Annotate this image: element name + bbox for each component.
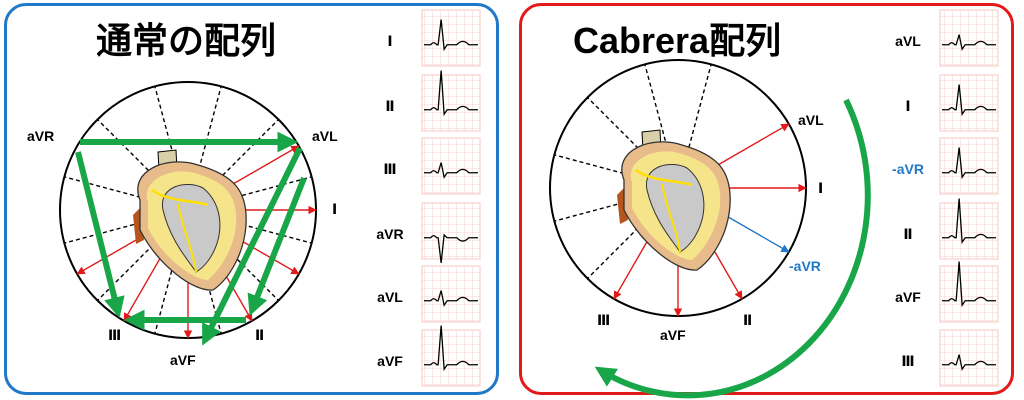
ecg-grid-box bbox=[421, 9, 481, 67]
label-III-left: Ⅲ bbox=[108, 327, 121, 343]
ecg-grid-box bbox=[939, 202, 999, 260]
label-aVF-right: aVF bbox=[660, 327, 686, 343]
ecg-waveform bbox=[424, 162, 478, 179]
ecg-grid-box bbox=[421, 74, 481, 132]
ecg-lead-label: Ⅰ bbox=[387, 33, 392, 49]
label-II-right: Ⅱ bbox=[743, 312, 752, 328]
label-aVF-left: aVF bbox=[170, 352, 196, 368]
ecg-waveform bbox=[942, 261, 996, 308]
cabrera-rotation-arrow bbox=[594, 98, 871, 399]
ecg-lead-label: -aVR bbox=[892, 161, 924, 177]
green-arrow-lead-III bbox=[202, 146, 303, 346]
heart-illustration-left bbox=[133, 149, 247, 291]
left-hexaxial-circle: aVR aVL Ⅰ Ⅲ Ⅱ aVF bbox=[27, 81, 338, 368]
ecg-grid-box bbox=[421, 137, 481, 195]
heart-illustration-right bbox=[617, 129, 731, 271]
ecg-grid-box bbox=[939, 74, 999, 132]
ecg-waveform bbox=[424, 290, 478, 307]
ecg-lead-label: Ⅲ bbox=[383, 161, 396, 177]
left-title: 通常の配列 bbox=[96, 20, 277, 61]
label-aVR-left: aVR bbox=[27, 128, 54, 144]
ecg-lead-label: aVL bbox=[377, 289, 403, 305]
ecg-waveform bbox=[424, 70, 478, 117]
ecg-waveform bbox=[942, 84, 996, 117]
label-II-left: Ⅱ bbox=[255, 327, 264, 343]
ecg-grid-box bbox=[939, 265, 999, 323]
label-III-right: Ⅲ bbox=[597, 312, 610, 328]
label-aVL-left: aVL bbox=[312, 128, 338, 144]
ecg-grid-box bbox=[421, 329, 481, 387]
ecg-lead-label: aVF bbox=[377, 353, 403, 369]
ecg-lead-label: Ⅲ bbox=[901, 353, 914, 369]
ecg-lead-label: aVL bbox=[895, 33, 921, 49]
label-I-left: Ⅰ bbox=[332, 201, 337, 217]
ecg-waveform bbox=[942, 147, 996, 180]
right-title: Cabrera配列 bbox=[573, 20, 782, 61]
label-minus-aVR-right: -aVR bbox=[789, 258, 821, 274]
green-arrow-down-right bbox=[247, 176, 307, 316]
ecg-waveform bbox=[424, 233, 478, 263]
ecg-waveform bbox=[424, 19, 478, 52]
ecg-waveform bbox=[942, 198, 996, 245]
label-aVL-right: aVL bbox=[798, 112, 824, 128]
ecg-grid-box bbox=[421, 202, 481, 260]
label-I-right: Ⅰ bbox=[818, 180, 823, 196]
ecg-lead-label: aVF bbox=[895, 289, 921, 305]
ecg-waveform bbox=[942, 354, 996, 371]
ecg-grid-box bbox=[939, 9, 999, 67]
ecg-grid-box bbox=[939, 329, 999, 387]
ecg-lead-label: aVR bbox=[376, 226, 403, 242]
ecg-lead-label: Ⅱ bbox=[385, 98, 394, 114]
right-hexaxial-circle: aVL Ⅰ -aVR Ⅲ aVF Ⅱ bbox=[549, 59, 871, 399]
ecg-lead-label: Ⅰ bbox=[905, 98, 910, 114]
ecg-grid-box bbox=[421, 265, 481, 323]
ecg-grid-box bbox=[939, 137, 999, 195]
ecg-waveform bbox=[424, 325, 478, 372]
green-arrow-up-left bbox=[75, 151, 125, 319]
ecg-lead-label: Ⅱ bbox=[903, 226, 912, 242]
ecg-waveform bbox=[942, 34, 996, 51]
